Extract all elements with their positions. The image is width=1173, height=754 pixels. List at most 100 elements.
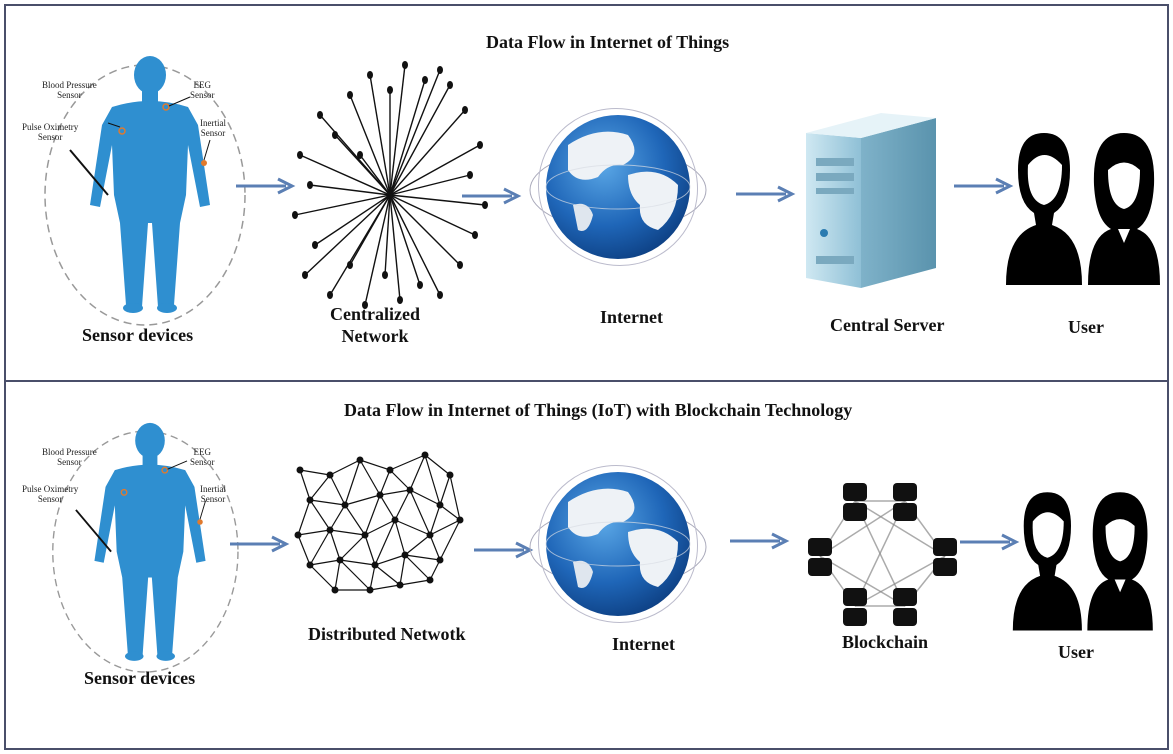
block-node [843,608,867,626]
label-user: User [1068,317,1104,337]
network-node [307,181,313,189]
centralized-network-icon [292,61,488,309]
network-node [327,291,333,299]
network-node [437,66,443,74]
mesh-node [356,456,364,464]
network-node [417,281,423,289]
mesh-node [366,586,374,594]
arrow-icon [736,185,796,203]
panel-divider [4,380,1169,382]
block-node [893,588,917,606]
network-node [477,141,483,149]
block-node [843,588,867,606]
network-node [317,111,323,119]
mesh-node [396,581,404,589]
mesh-node [446,471,454,479]
mesh-node [361,531,369,539]
network-node [382,271,388,279]
network-node [437,291,443,299]
arrow-icon [730,532,790,550]
arrow-icon [462,187,522,205]
mesh-node [426,531,434,539]
mesh-node [406,486,414,494]
label-distributed-network: Distributed Netwotk [308,624,466,644]
network-node [292,211,298,219]
network-node [457,261,463,269]
mesh-node [376,491,384,499]
network-node [347,91,353,99]
mesh-node [306,496,314,504]
mesh-node [294,531,302,539]
mesh-node [326,471,334,479]
network-node [367,71,373,79]
label-internet: Internet [612,634,675,654]
human-body-icon [52,422,239,673]
block-node [843,503,867,521]
mesh-node [336,556,344,564]
network-node [312,241,318,249]
blockchain-icon [808,483,957,626]
mesh-node [436,501,444,509]
bottom-panel-title: Data Flow in Internet of Things (IoT) wi… [344,400,853,420]
network-node [387,86,393,94]
globe-icon [529,107,707,267]
mesh-node [341,501,349,509]
block-node [893,608,917,626]
mesh-node [296,466,304,474]
arrow-icon [236,177,296,195]
label-sensor-devices: Sensor devices [82,325,194,345]
user-silhouette-icon [1006,133,1160,285]
block-node [808,558,832,576]
mesh-node [386,466,394,474]
label-internet: Internet [600,307,663,327]
distributed-network-icon [294,451,464,594]
label-sensor-devices: Sensor devices [84,668,196,688]
label-central-server: Central Server [830,315,945,335]
mesh-node [306,561,314,569]
mesh-node [421,451,429,459]
mesh-node [456,516,464,524]
network-node [472,231,478,239]
human-body-icon [44,56,246,326]
network-node [357,151,363,159]
label-user: User [1058,642,1094,662]
figure-frame [4,4,1169,750]
network-node [332,131,338,139]
arrow-icon [960,533,1020,551]
user-silhouette-icon [1012,492,1153,631]
network-node [397,296,403,304]
block-node [933,538,957,556]
globe-icon [529,464,707,624]
network-node [467,171,473,179]
network-node [447,81,453,89]
network-node [402,61,408,69]
network-node [462,106,468,114]
mesh-node [326,526,334,534]
network-node [362,301,368,309]
arrow-icon [230,535,290,553]
label-blockchain: Blockchain [842,632,929,652]
network-node [297,151,303,159]
mesh-node [426,576,434,584]
arrow-icon [474,541,534,559]
block-node [893,503,917,521]
mesh-node [436,556,444,564]
network-node [302,271,308,279]
mesh-node [391,516,399,524]
arrow-icon [954,177,1014,195]
mesh-node [331,586,339,594]
top-panel-title: Data Flow in Internet of Things [486,32,730,52]
server-icon [806,113,936,288]
network-node [482,201,488,209]
block-node [933,558,957,576]
block-node [893,483,917,501]
